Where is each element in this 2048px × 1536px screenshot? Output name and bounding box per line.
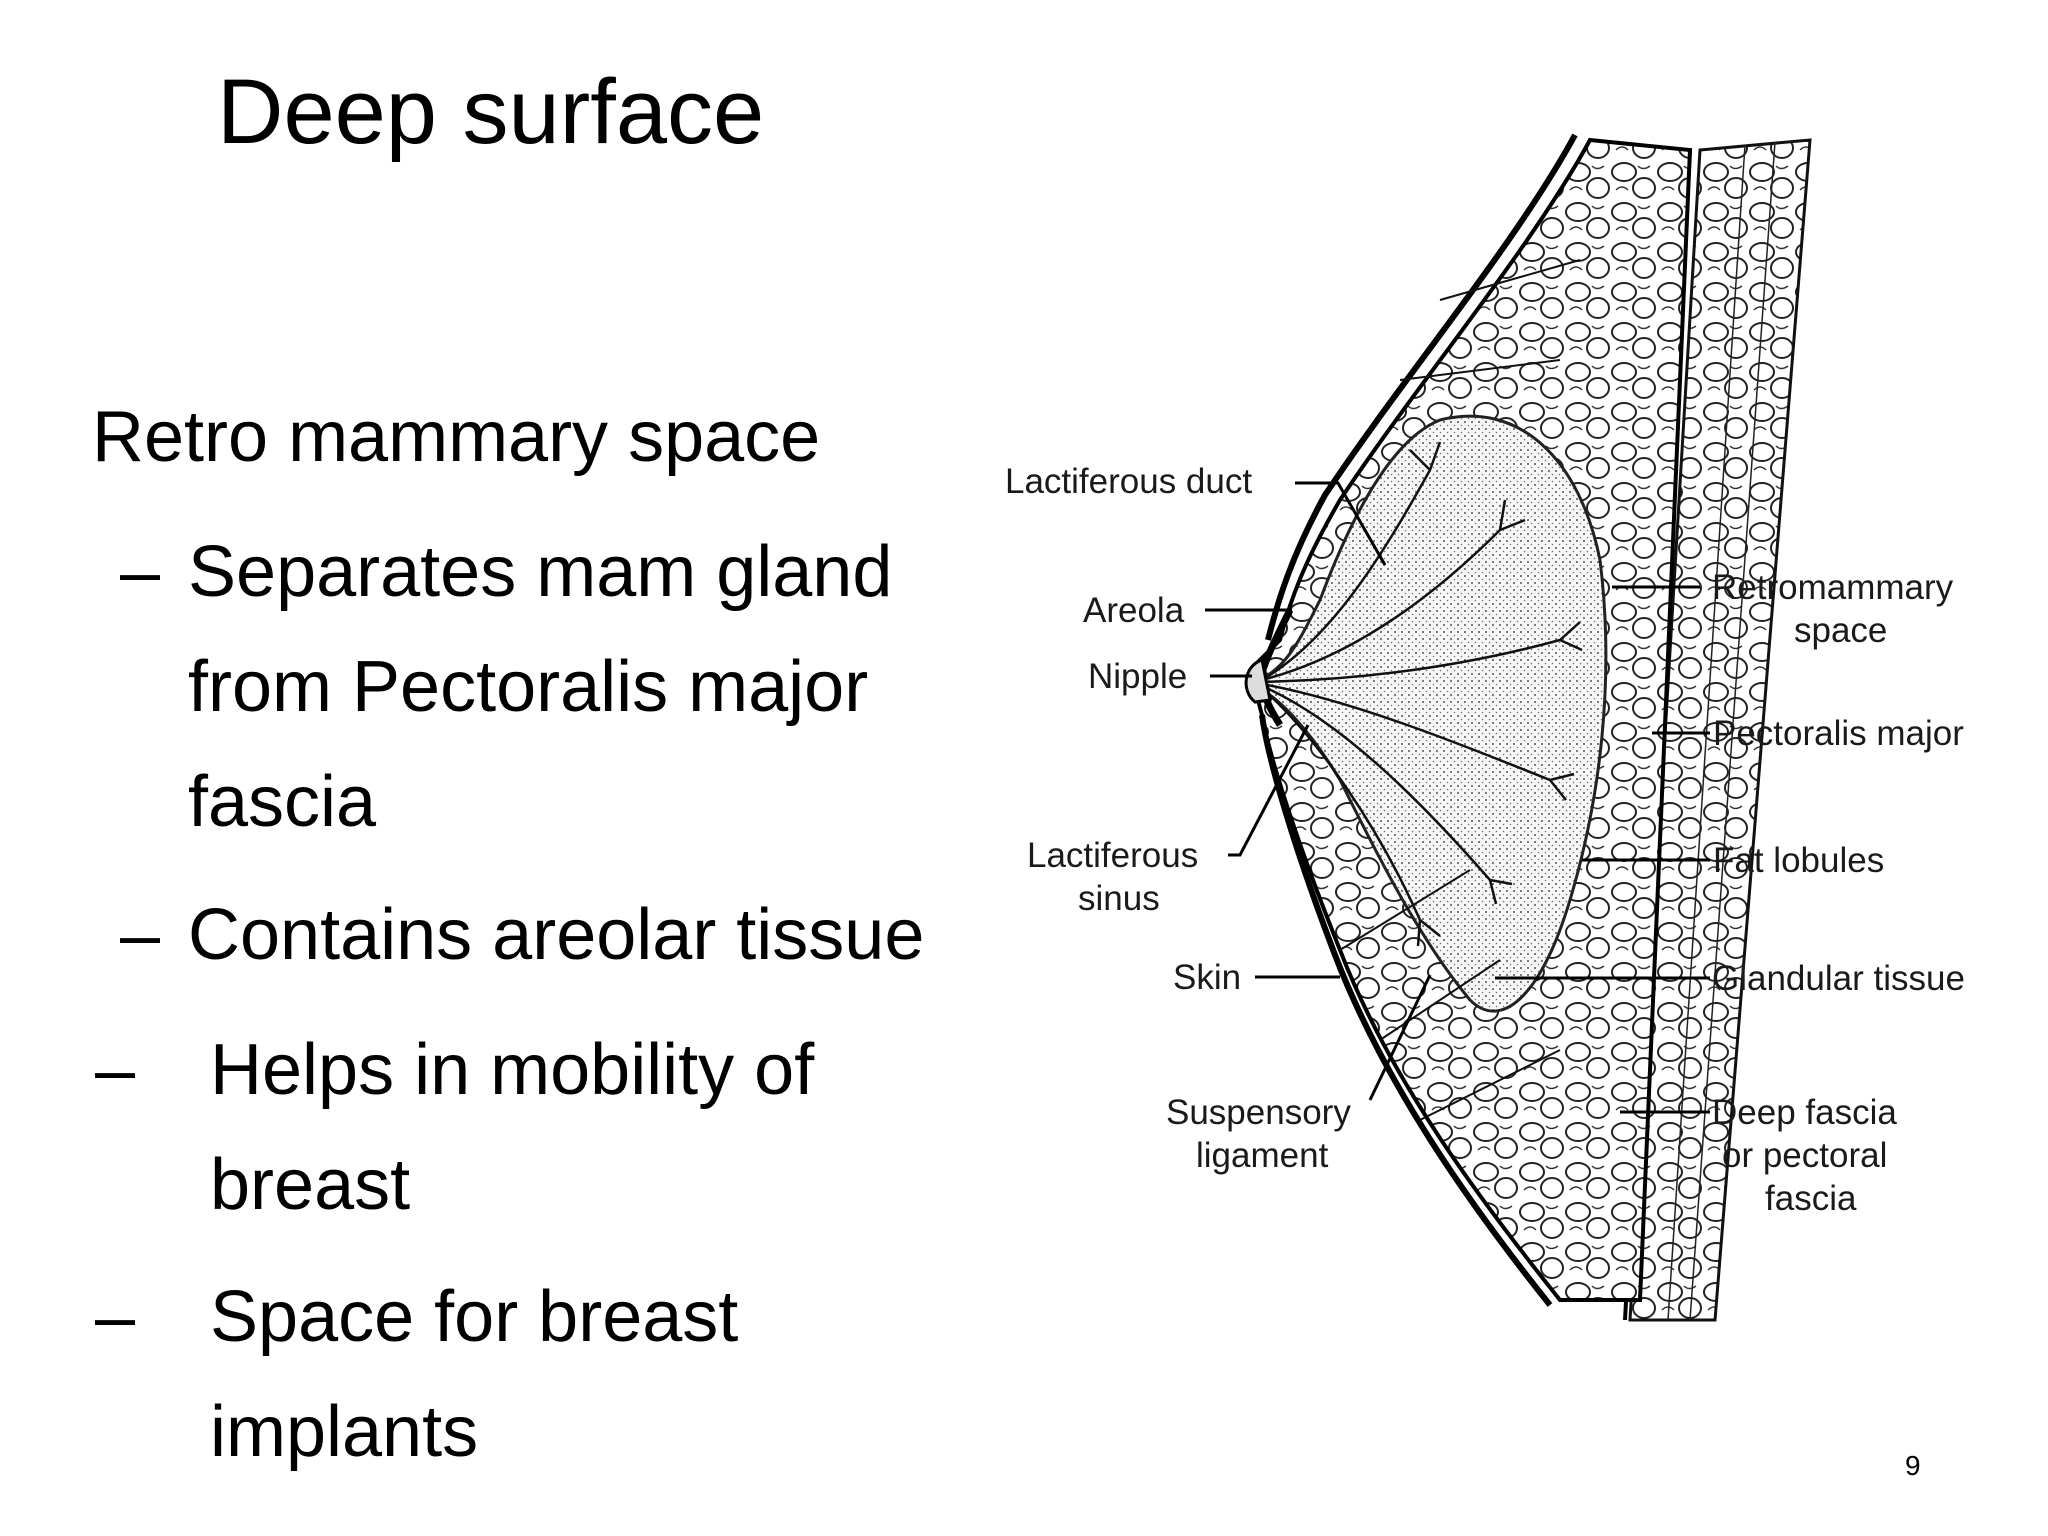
label-lactiferous-sinus-line-1: Lactiferous: [1027, 836, 1198, 875]
bullet-1-line-2: from Pectoralis major: [188, 647, 869, 727]
label-pectoralis-major: Pectoralis major: [1713, 714, 1964, 753]
label-skin: Skin: [1173, 958, 1241, 997]
slide-title: Deep surface: [217, 61, 765, 163]
leader-lines: [1205, 481, 1710, 1114]
label-deep-fascia-line-3: fascia: [1765, 1179, 1857, 1218]
bullet-3-line-2: breast: [210, 1145, 411, 1225]
label-suspensory-ligament-line-2: ligament: [1196, 1136, 1329, 1175]
label-lactiferous-duct: Lactiferous duct: [1005, 462, 1252, 501]
label-deep-fascia-line-1: Deep fascia: [1712, 1093, 1897, 1132]
bullet-dash: –: [95, 1277, 136, 1357]
bullet-1-line-3: fascia: [188, 762, 377, 842]
heading-retro-mammary-space: Retro mammary space: [92, 397, 821, 477]
nipple: [1244, 658, 1272, 704]
label-retromammary-space-line-1: Retromammary: [1712, 568, 1954, 607]
bullet-1-line-1: Separates mam gland: [188, 532, 893, 612]
bullet-4-line-1: Space for breast: [210, 1277, 739, 1357]
label-suspensory-ligament-line-1: Suspensory: [1166, 1093, 1351, 1132]
lactiferous-ducts: [1261, 441, 1583, 947]
label-glandular-tissue: Glandular tissue: [1712, 959, 1965, 998]
label-nipple: Nipple: [1088, 657, 1187, 696]
bullet-4-line-2: implants: [210, 1392, 479, 1472]
bullet-dash: –: [120, 895, 161, 975]
skin-outline: [1259, 133, 1578, 1307]
label-deep-fascia-line-2: or pectoral: [1722, 1136, 1887, 1175]
bullet-3-line-1: Helps in mobility of: [210, 1030, 815, 1110]
label-fat-lobules: Fat lobules: [1713, 841, 1884, 880]
bullet-dash: –: [120, 532, 161, 612]
label-retromammary-space-line-2: space: [1794, 611, 1887, 650]
bullet-dash: –: [95, 1030, 136, 1110]
breast-anatomy-diagram: Lactiferous duct Areola Nipple Lactifero…: [1005, 133, 1965, 1322]
label-lactiferous-sinus-line-2: sinus: [1078, 879, 1160, 918]
suspensory-ligaments: [1339, 259, 1581, 1121]
label-areola: Areola: [1083, 591, 1185, 630]
slide-number: 9: [1905, 1450, 1921, 1481]
bullet-2-line-1: Contains areolar tissue: [188, 895, 925, 975]
glandular-tissue-region: [1256, 414, 1608, 1013]
